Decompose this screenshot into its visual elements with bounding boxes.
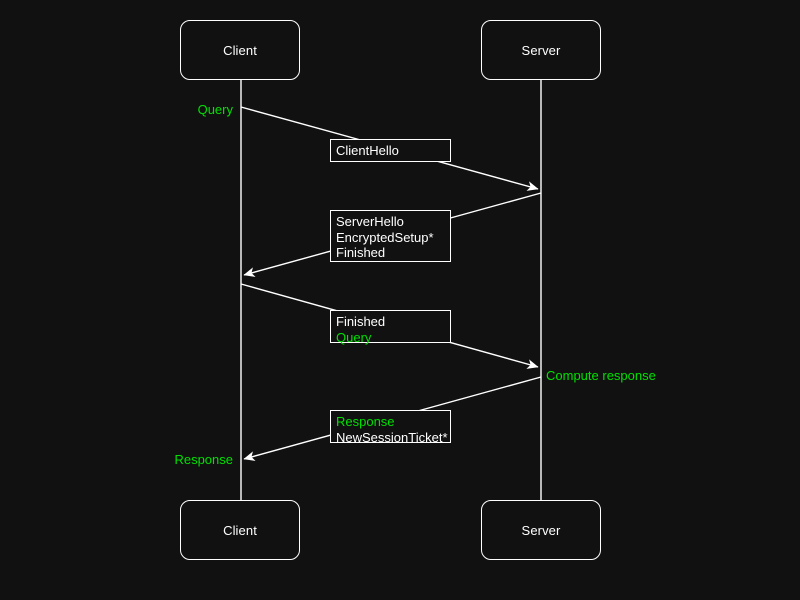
message-box-server-hello[interactable]: ServerHello EncryptedSetup* Finished bbox=[330, 210, 451, 262]
side-label-response-end: Response bbox=[116, 453, 233, 466]
side-label-compute-response-text: Compute response bbox=[546, 368, 656, 383]
message-line: ClientHello bbox=[336, 143, 399, 158]
message-box-client-hello[interactable]: ClientHello bbox=[330, 139, 451, 162]
message-box-server-response[interactable]: Response NewSessionTicket* bbox=[330, 410, 451, 445]
side-label-query-start-text: Query bbox=[197, 102, 233, 117]
side-label-response-end-text: Response bbox=[174, 452, 233, 467]
side-label-query-start: Query bbox=[133, 103, 233, 116]
actor-label-server-bottom: Server bbox=[521, 522, 561, 538]
actor-label-client-top: Client bbox=[223, 42, 257, 58]
actor-label-client-bottom: Client bbox=[223, 522, 257, 538]
actor-box-server-bottom[interactable]: Server bbox=[481, 500, 601, 560]
actor-label-server-top: Server bbox=[521, 42, 561, 58]
side-label-compute-response: Compute response bbox=[546, 369, 726, 382]
message-line: EncryptedSetup* bbox=[336, 229, 434, 245]
actor-box-server-top[interactable]: Server bbox=[481, 20, 601, 80]
message-box-client-finished-query[interactable]: Finished Query bbox=[330, 310, 451, 345]
message-line: Query bbox=[336, 329, 372, 345]
message-line: NewSessionTicket* bbox=[336, 429, 448, 445]
message-line: Response bbox=[336, 414, 395, 429]
actor-box-client-top[interactable]: Client bbox=[180, 20, 300, 80]
actor-box-client-bottom[interactable]: Client bbox=[180, 500, 300, 560]
message-line: Finished bbox=[336, 245, 386, 260]
message-line: Finished bbox=[336, 314, 386, 329]
message-line: ServerHello bbox=[336, 214, 404, 229]
